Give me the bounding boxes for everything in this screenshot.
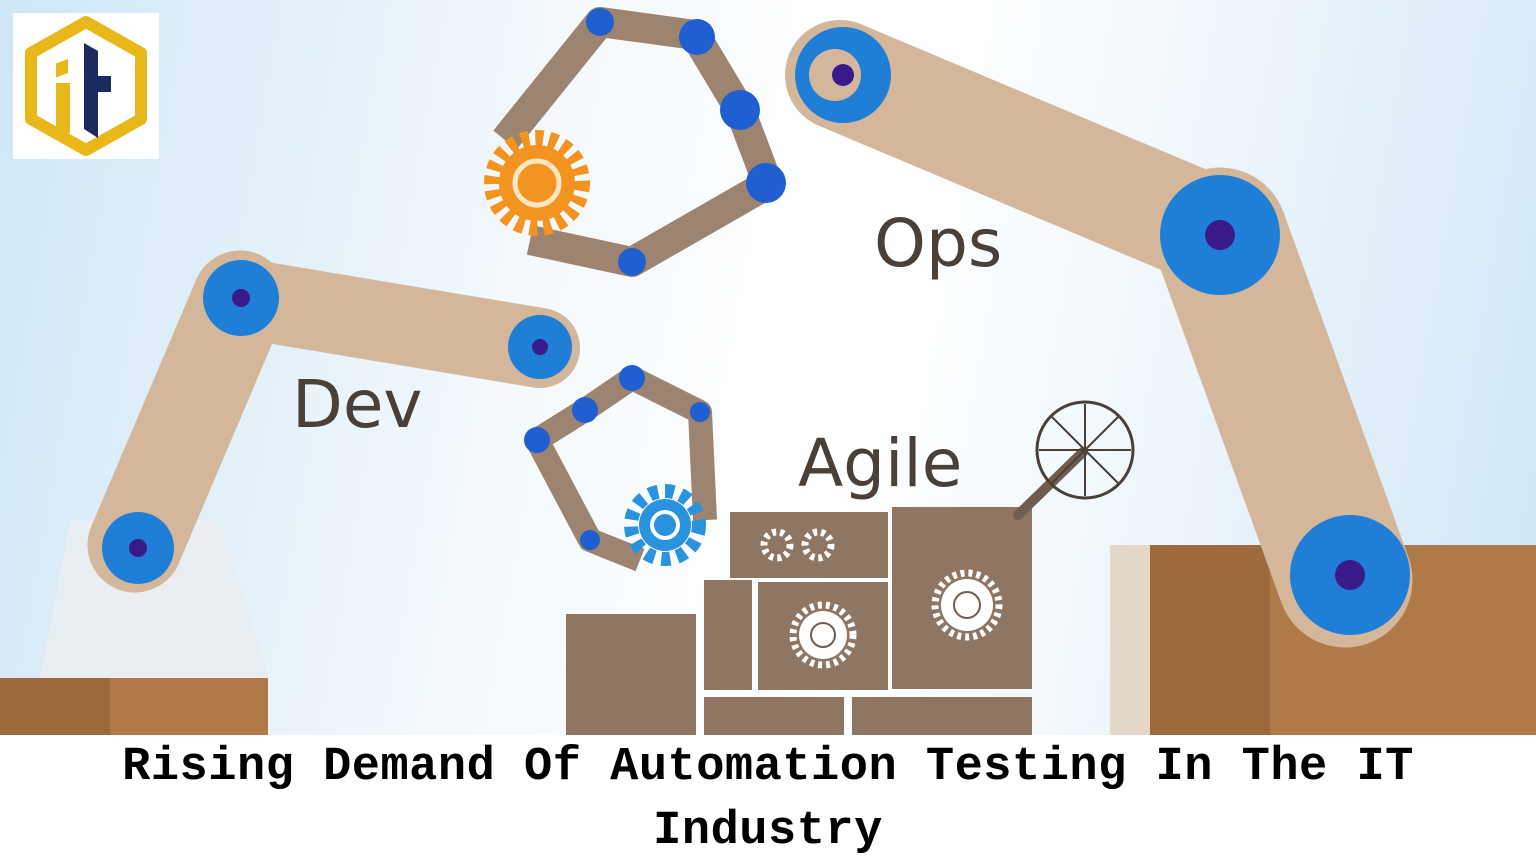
title-line-2: Industry	[653, 804, 883, 858]
page-title: Rising Demand Of Automation Testing In T…	[38, 736, 1498, 864]
ops-robot-arm	[484, 7, 1413, 648]
robot-arms-graphic	[0, 7, 1536, 735]
devops-robot-illustration: Dev Ops Agile	[0, 0, 1536, 735]
ops-label: Ops	[874, 205, 1003, 282]
agile-label: Agile	[798, 425, 963, 502]
dev-robot-arm	[87, 250, 717, 593]
company-logo	[13, 13, 159, 159]
title-line-1: Rising Demand Of Automation Testing In T…	[122, 740, 1414, 794]
dev-label: Dev	[292, 366, 423, 443]
caption-banner: Rising Demand Of Automation Testing In T…	[0, 735, 1536, 864]
it-hexagon-logo-icon	[25, 16, 147, 156]
agile-box-stack	[566, 400, 1135, 735]
orange-gear-icon	[484, 130, 590, 236]
blue-gear-icon	[624, 484, 706, 566]
